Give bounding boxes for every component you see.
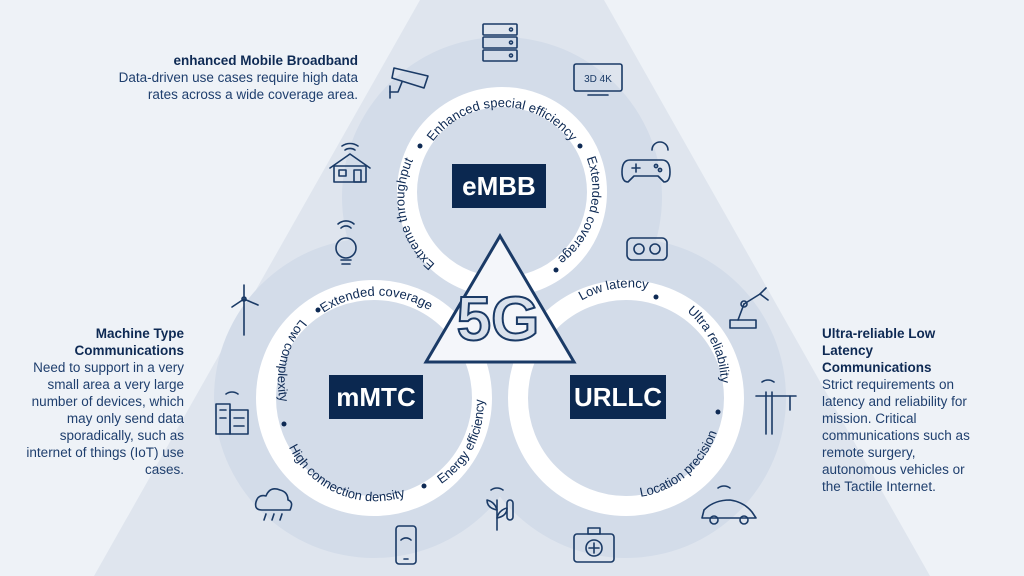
smartphone-icon [395, 525, 417, 565]
embb-description-block: enhanced Mobile Broadband Data-driven us… [96, 52, 358, 103]
vr-headset-icon [626, 237, 668, 261]
tv-3d-4k-icon: 3D 4K [573, 63, 623, 96]
weather-cloud-icon [254, 488, 293, 521]
mmtc-title: Machine Type Communications [74, 326, 184, 358]
mmtc-ring [256, 280, 492, 516]
center-5g-label: 5G [457, 285, 540, 354]
smart-agriculture-icon [486, 487, 514, 531]
medical-kit-icon [573, 527, 615, 563]
light-bulb-icon [335, 220, 357, 265]
embb-label: eMBB [452, 164, 546, 208]
urllc-description-block: Ultra-reliable Low Latency Communication… [822, 325, 972, 495]
svg-text:3D 4K: 3D 4K [584, 74, 612, 85]
mmtc-description: Need to support in a very small area a v… [26, 360, 184, 477]
wind-turbine-icon [231, 284, 259, 336]
smart-home-icon [329, 142, 371, 183]
urllc-ring [508, 280, 744, 516]
urllc-title: Ultra-reliable Low Latency Communication… [822, 326, 936, 375]
mmtc-label: mMTC [329, 375, 423, 419]
mmtc-description-block: Machine Type Communications Need to supp… [14, 325, 184, 478]
crane-icon [755, 379, 797, 435]
server-icon [482, 23, 518, 62]
autonomous-car-icon [701, 485, 757, 525]
robot-arm-icon [729, 287, 769, 329]
urllc-description: Strict requirements on latency and relia… [822, 377, 970, 494]
embb-description: Data-driven use cases require high data … [118, 70, 358, 102]
gamepad-icon [621, 141, 671, 183]
center-5g-badge: 5G [423, 233, 577, 364]
security-camera-icon [389, 67, 429, 99]
smart-building-icon [215, 391, 249, 435]
embb-title: enhanced Mobile Broadband [173, 53, 358, 68]
urllc-label: URLLC [570, 375, 666, 419]
